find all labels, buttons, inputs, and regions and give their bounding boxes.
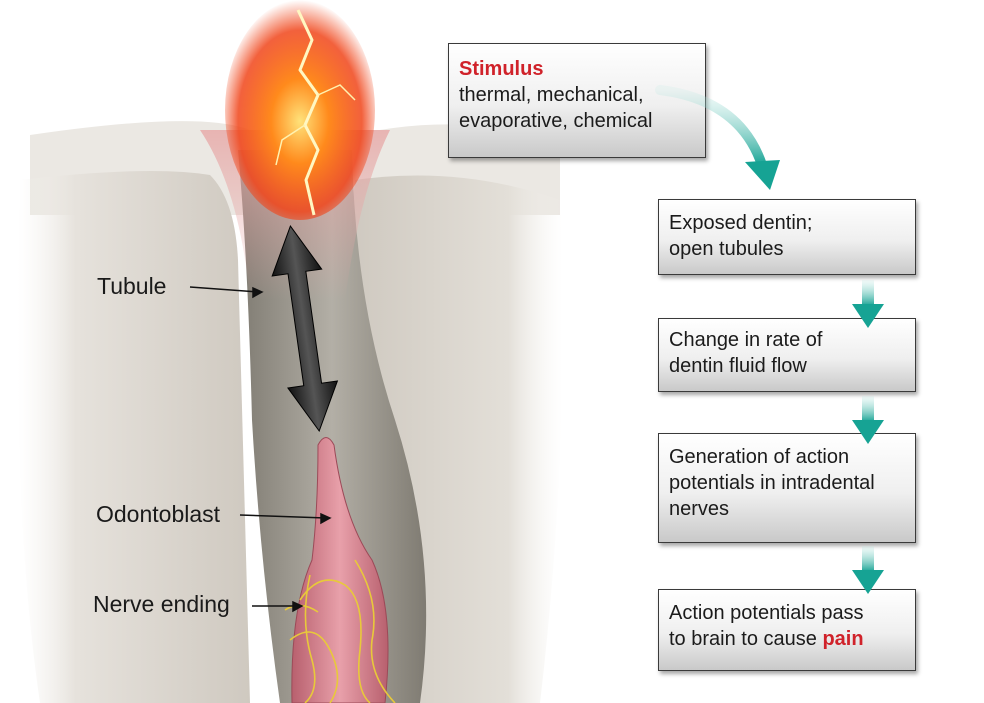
odontoblast-label: Odontoblast bbox=[96, 501, 220, 528]
step-3-line-3: nerves bbox=[669, 496, 905, 522]
stimulus-fire bbox=[225, 0, 375, 220]
step-fluid-flow-box: Change in rate of dentin fluid flow bbox=[658, 318, 916, 392]
step-4-line-2-prefix: to brain to cause bbox=[669, 628, 822, 650]
stimulus-title: Stimulus bbox=[459, 56, 695, 82]
step-2-line-1: Change in rate of bbox=[669, 327, 905, 353]
step-pain-box: Action potentials pass to brain to cause… bbox=[658, 589, 916, 671]
step-4-line-2: to brain to cause pain bbox=[669, 626, 905, 652]
pain-emphasis: pain bbox=[822, 628, 863, 650]
dentin-left-block bbox=[18, 171, 251, 703]
step-1-line-1: Exposed dentin; bbox=[669, 210, 905, 236]
stimulus-line-1: thermal, mechanical, bbox=[459, 82, 695, 108]
step-1-line-2: open tubules bbox=[669, 236, 905, 262]
tubule-label: Tubule bbox=[97, 273, 166, 300]
step-3-line-2: potentials in intradental bbox=[669, 470, 905, 496]
nerve-ending-label: Nerve ending bbox=[93, 591, 230, 618]
step-action-potentials-box: Generation of action potentials in intra… bbox=[658, 433, 916, 543]
step-exposed-dentin-box: Exposed dentin; open tubules bbox=[658, 199, 916, 275]
step-4-line-1: Action potentials pass bbox=[669, 600, 905, 626]
stimulus-line-2: evaporative, chemical bbox=[459, 108, 695, 134]
step-3-line-1: Generation of action bbox=[669, 444, 905, 470]
step-2-line-2: dentin fluid flow bbox=[669, 353, 905, 379]
stimulus-box: Stimulus thermal, mechanical, evaporativ… bbox=[448, 43, 706, 158]
